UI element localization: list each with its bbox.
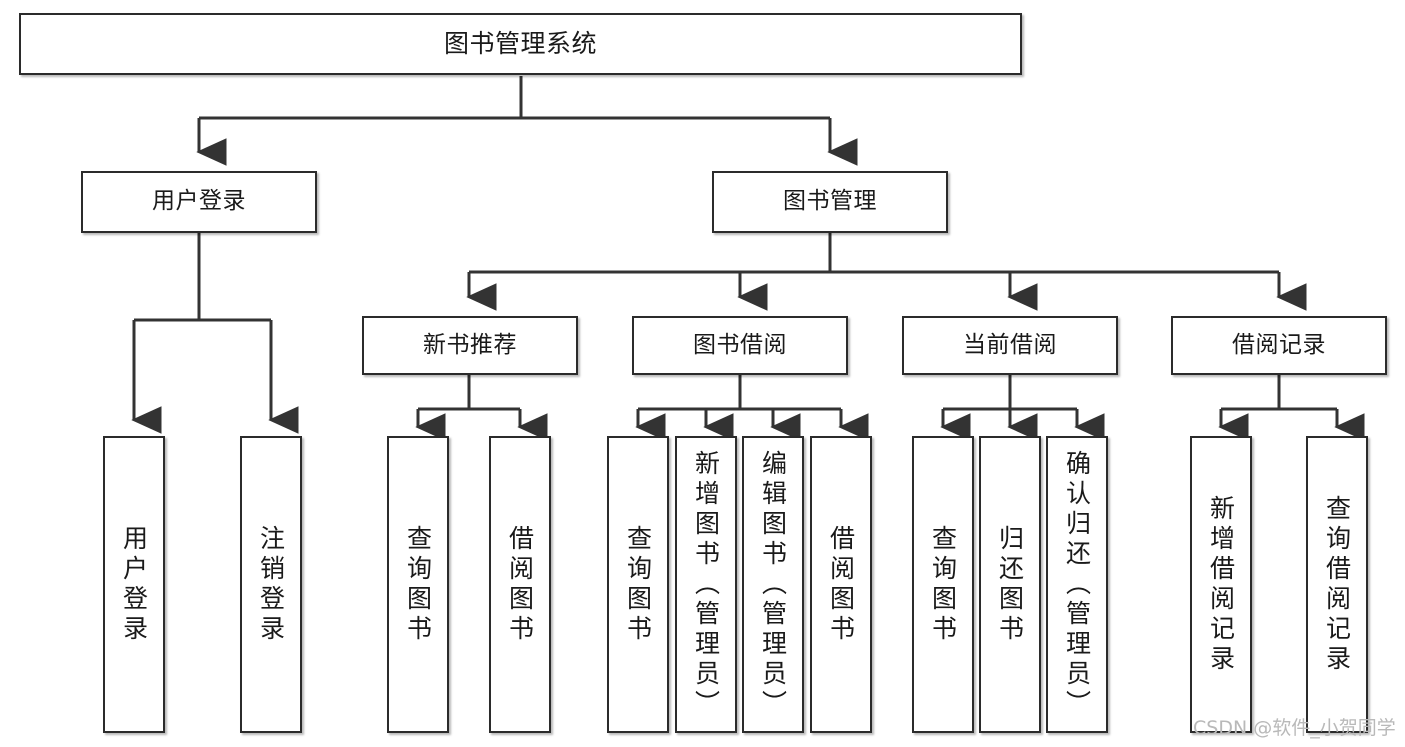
node-label: 用户登录 [152,188,246,215]
leaf-borrow-book-recommend[interactable]: 借阅图书 [489,436,551,733]
node-label: 查询图书 [623,524,653,645]
node-root-library-system[interactable]: 图书管理系统 [19,13,1022,75]
node-label: 编辑图书（管理员） [758,449,788,720]
leaf-query-book-borrow[interactable]: 查询图书 [607,436,669,733]
node-label: 图书管理 [783,188,877,215]
node-label: 新增借阅记录 [1206,494,1236,675]
node-label: 借阅图书 [826,524,856,645]
node-label: 新书推荐 [423,331,517,358]
csdn-watermark: CSDN @软件_小贺同学 [1193,717,1396,739]
node-book-management[interactable]: 图书管理 [712,171,948,233]
node-label: 确认归还（管理员） [1062,449,1092,720]
node-label: 用户登录 [119,524,149,645]
node-new-book-recommend[interactable]: 新书推荐 [362,316,578,375]
node-user-login[interactable]: 用户登录 [81,171,317,233]
leaf-borrow-book[interactable]: 借阅图书 [810,436,872,733]
leaf-query-book-current[interactable]: 查询图书 [912,436,974,733]
node-borrow-record[interactable]: 借阅记录 [1171,316,1387,375]
node-label: 查询借阅记录 [1322,494,1352,675]
node-label: 新增图书（管理员） [691,449,721,720]
node-label: 当前借阅 [963,331,1057,358]
node-current-borrow[interactable]: 当前借阅 [902,316,1118,375]
leaf-return-book[interactable]: 归还图书 [979,436,1041,733]
leaf-add-book-admin[interactable]: 新增图书（管理员） [675,436,737,733]
node-label: 归还图书 [995,524,1025,645]
leaf-user-login[interactable]: 用户登录 [103,436,165,733]
node-label: 图书管理系统 [443,29,597,59]
leaf-query-book-recommend[interactable]: 查询图书 [387,436,449,733]
leaf-add-borrow-record[interactable]: 新增借阅记录 [1190,436,1252,733]
node-label: 图书借阅 [693,331,787,358]
node-book-borrow[interactable]: 图书借阅 [632,316,848,375]
node-label: 借阅图书 [505,524,535,645]
node-label: 注销登录 [256,524,286,645]
leaf-query-borrow-record[interactable]: 查询借阅记录 [1306,436,1368,733]
node-label: 查询图书 [403,524,433,645]
node-label: 借阅记录 [1232,331,1326,358]
leaf-confirm-return-admin[interactable]: 确认归还（管理员） [1046,436,1108,733]
node-label: 查询图书 [928,524,958,645]
leaf-edit-book-admin[interactable]: 编辑图书（管理员） [742,436,804,733]
leaf-logout[interactable]: 注销登录 [240,436,302,733]
